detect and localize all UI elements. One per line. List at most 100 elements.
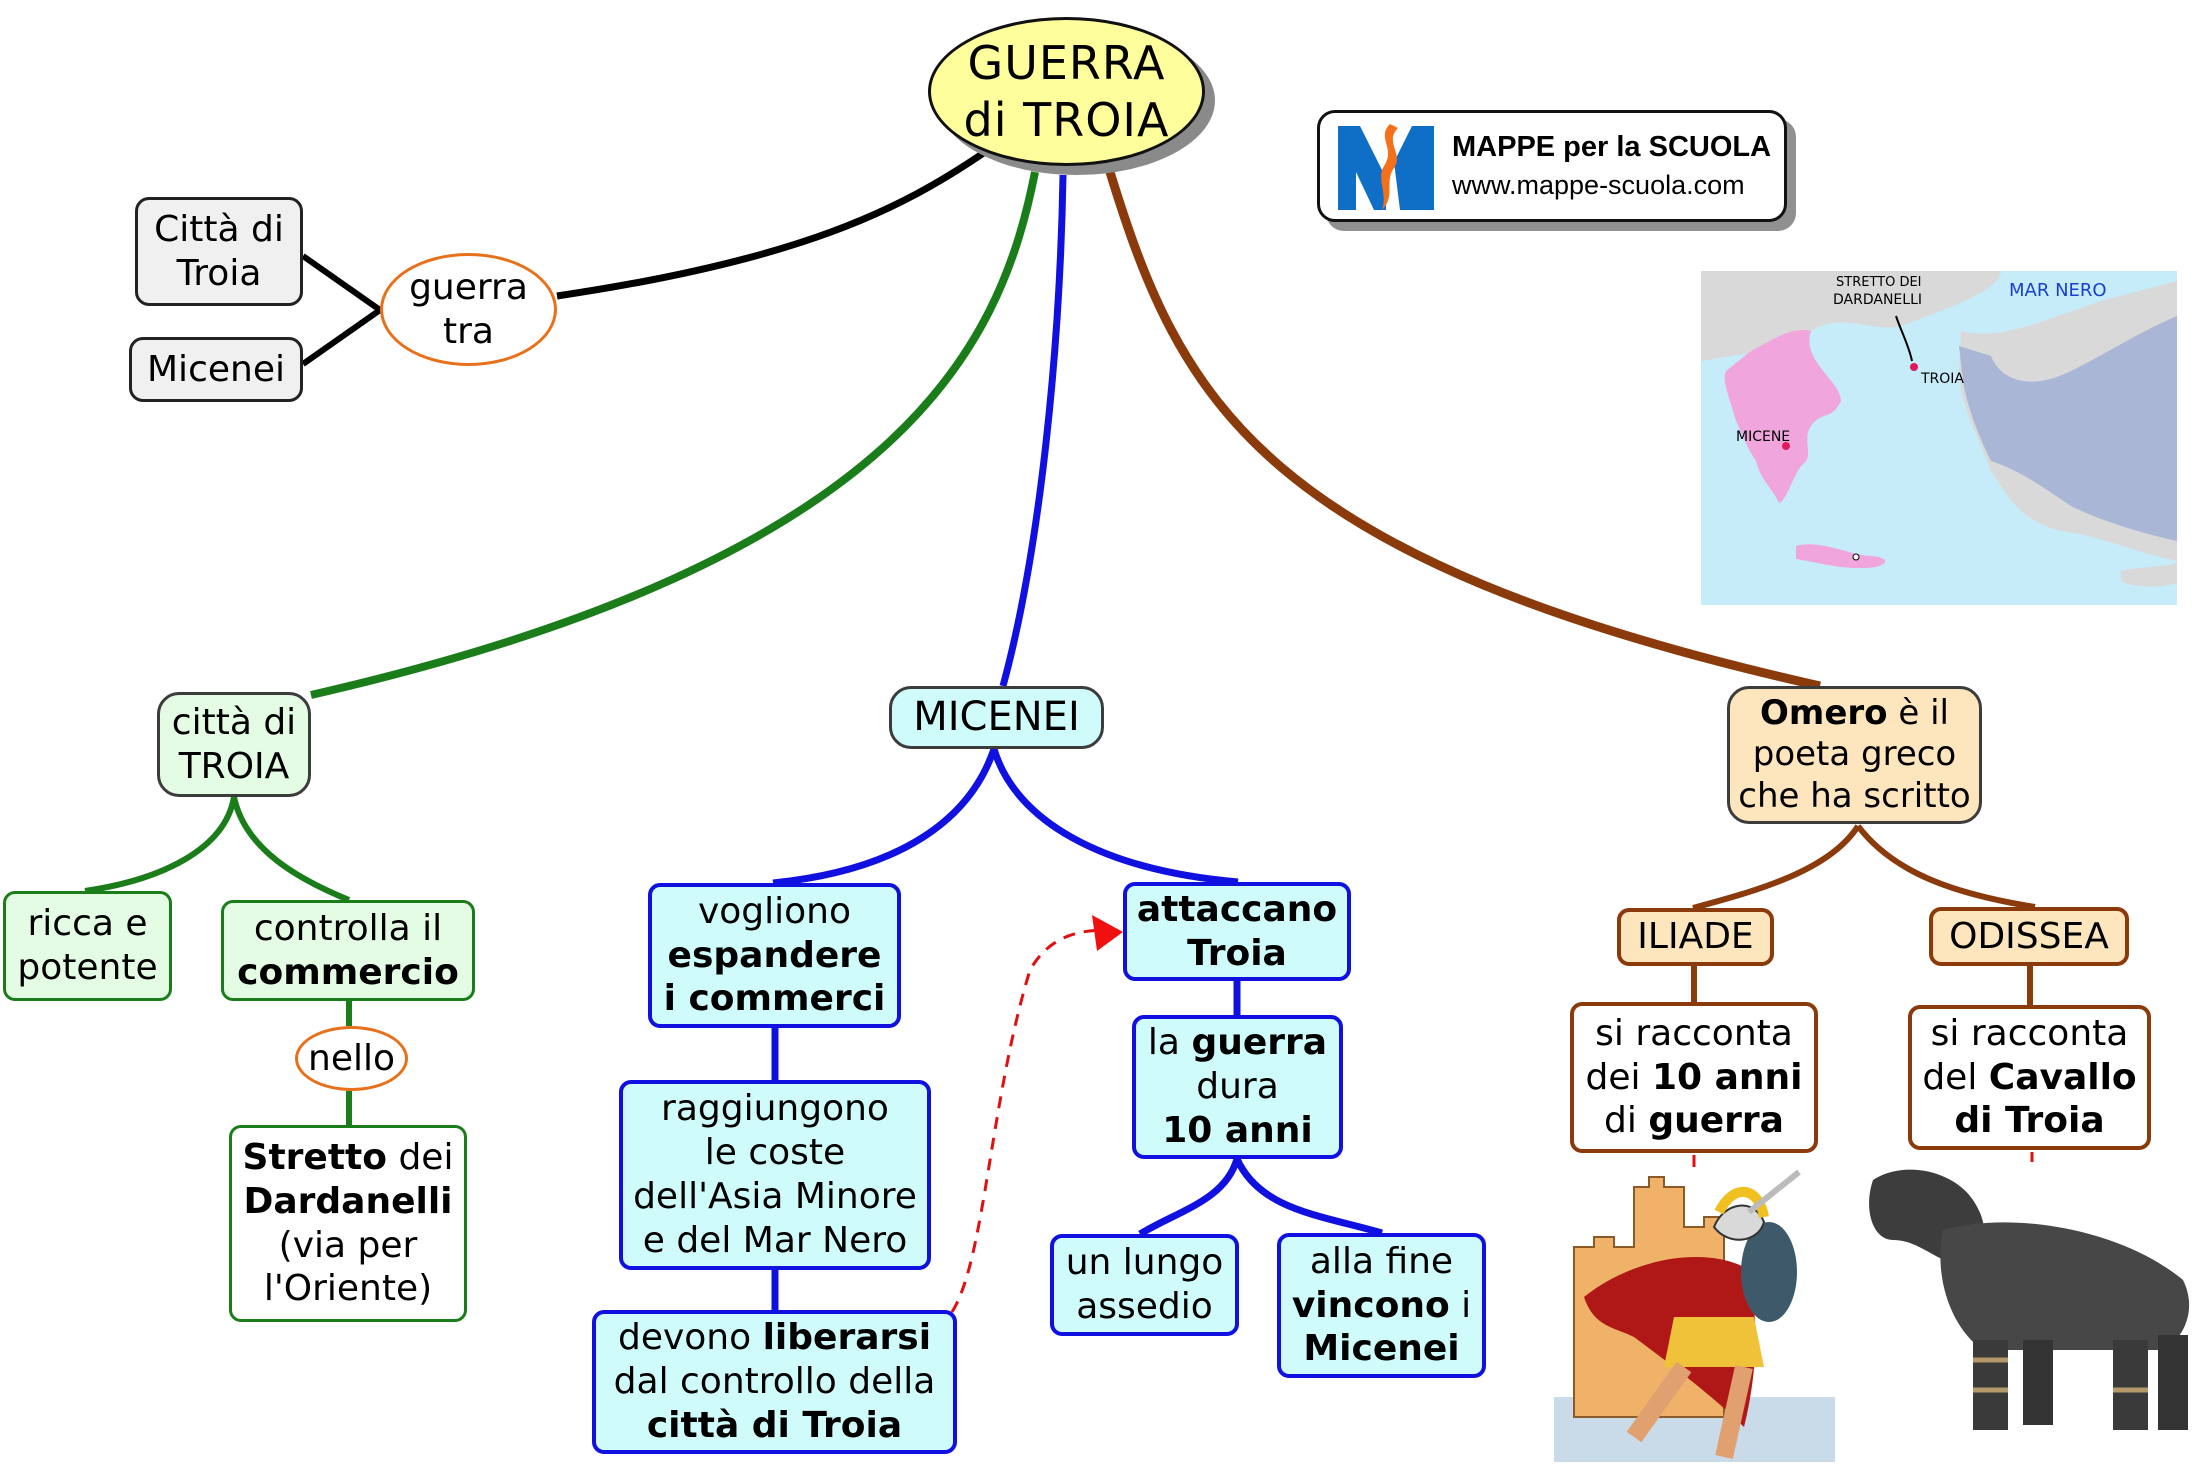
connector-line: nello <box>308 1037 395 1079</box>
node-text: devono <box>617 1317 763 1359</box>
node-line: e del Mar Nero <box>642 1219 908 1261</box>
node-text: è il <box>1887 692 1949 733</box>
node-line: ODISSEA <box>1949 915 2109 957</box>
node-text: i <box>1449 1284 1472 1326</box>
horse-leg <box>2113 1340 2148 1430</box>
map-strait-arrow <box>1895 315 1913 362</box>
node-bold: Dardanelli <box>243 1180 453 1222</box>
node-line: potente <box>17 947 158 988</box>
node-line: si racconta <box>1930 1012 2129 1054</box>
map-label-strait-2: DARDANELLI <box>1833 292 1922 308</box>
warrior-shield <box>1741 1222 1797 1322</box>
warrior-crest <box>1714 1187 1769 1219</box>
node-bold: guerra <box>1191 1022 1328 1064</box>
node-line: che ha scritto <box>1738 775 1971 816</box>
link-micenei-attaccano <box>990 748 1239 886</box>
node-line: assedio <box>1076 1286 1213 1327</box>
node-bold: 10 anni <box>1162 1109 1313 1151</box>
node-bold: commercio <box>237 951 459 993</box>
map-label-mycenae: MICENE <box>1736 429 1790 445</box>
node-odissea[interactable]: ODISSEA <box>1929 907 2129 966</box>
map-crete <box>1796 544 1886 569</box>
link-troia-ricca <box>84 796 237 894</box>
trojan-horse-photo <box>1863 1160 2200 1435</box>
node-bold: guerra <box>1648 1100 1784 1142</box>
node-line: le coste <box>704 1132 846 1174</box>
node-bold: espandere <box>667 934 882 976</box>
mappe-scuola-logo[interactable]: MAPPE per la SCUOLA www.mappe-scuola.com <box>1317 110 1787 222</box>
node-line: controlla il <box>253 907 443 949</box>
arrowhead-icon <box>1092 915 1123 951</box>
link-central-omero <box>1105 170 1821 691</box>
node-bold: liberarsi <box>762 1317 932 1359</box>
node-line: alla fine <box>1309 1240 1454 1282</box>
node-line: l'Oriente) <box>263 1268 433 1310</box>
side-micenei[interactable]: Micenei <box>129 337 303 402</box>
connector-line: guerra <box>409 266 528 308</box>
map-hittite-area <box>1959 316 2177 541</box>
node-text: la <box>1147 1022 1192 1064</box>
node-text: di <box>1604 1100 1649 1142</box>
node-line: un lungo <box>1065 1242 1224 1284</box>
node-bold: i commerci <box>663 978 886 1020</box>
warrior-legs <box>1626 1361 1753 1459</box>
link-omero-odissea <box>1855 824 2036 910</box>
link-guerra-tra-citta <box>301 253 382 313</box>
node-line: città di <box>171 701 297 743</box>
central-line1: GUERRA <box>967 36 1166 91</box>
map-troy-dot <box>1910 363 1918 371</box>
map-cyprus <box>2121 563 2177 587</box>
node-line: dura <box>1196 1066 1279 1108</box>
horse-ropes <box>1973 1357 2148 1393</box>
connector-nello[interactable]: nello <box>295 1026 408 1091</box>
map-label-strait-1: STRETTO DEI <box>1836 275 1922 290</box>
horse-leg <box>2023 1340 2053 1425</box>
side-line: Città di <box>154 208 284 250</box>
node-bold: attaccano <box>1136 888 1338 930</box>
link-devono-attaccano-dashed <box>950 928 1109 1313</box>
warrior-helmet <box>1712 1204 1766 1241</box>
node-iliade[interactable]: ILIADE <box>1617 908 1774 966</box>
node-line: dell'Asia Minore <box>633 1176 917 1217</box>
link-central-guerra-tra <box>556 149 987 300</box>
logo-url[interactable]: www.mappe-scuola.com <box>1452 170 1745 200</box>
node-line: ILIADE <box>1637 916 1754 958</box>
horse-leg <box>1973 1340 2008 1430</box>
link-central-micenei <box>999 174 1067 687</box>
map-mycenaean-area <box>1724 330 1841 503</box>
node-text: del <box>1922 1056 1989 1098</box>
node-bold: Micenei <box>1303 1328 1460 1370</box>
node-line: ricca e <box>27 903 148 945</box>
node-line: MICENEI <box>913 694 1080 741</box>
node-text: dei <box>1585 1056 1652 1098</box>
logo-title: MAPPE per la SCUOLA <box>1452 131 1772 163</box>
map-label-troy: TROIA <box>1920 371 1964 387</box>
greek-warrior-illustration <box>1554 1167 1835 1462</box>
node-bold: città di Troia <box>646 1404 903 1446</box>
node-bold: Omero <box>1760 692 1888 733</box>
link-guerra-vincono <box>1233 1157 1383 1237</box>
node-micenei[interactable]: MICENEI <box>889 686 1104 749</box>
node-line: dal controllo della <box>613 1361 936 1403</box>
node-bold: Stretto <box>242 1136 387 1178</box>
mappe-scuola-logo-icon <box>1338 122 1434 210</box>
node-bold: Troia <box>1187 932 1287 974</box>
